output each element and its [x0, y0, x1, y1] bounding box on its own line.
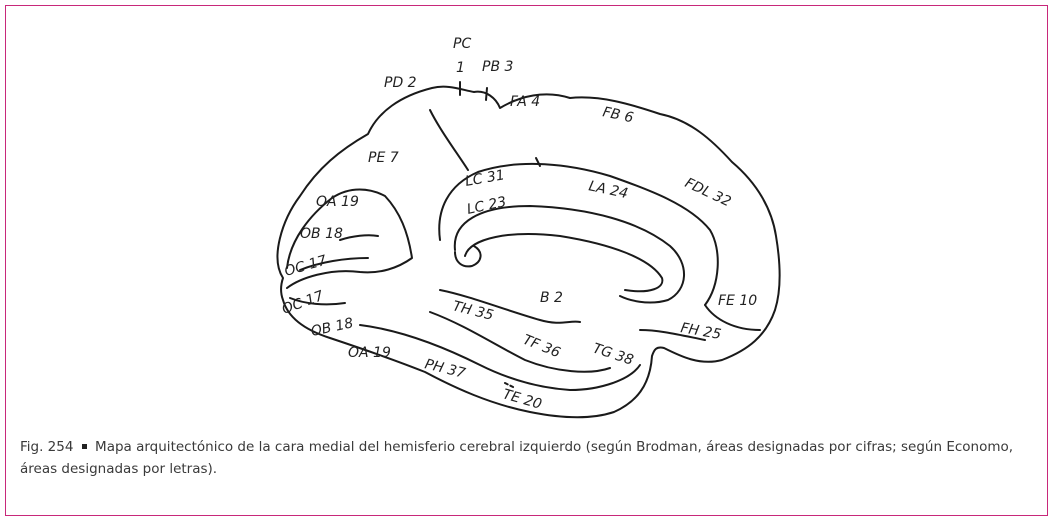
brain-medial-diagram: PC 1 PB 3 PD 2 FA 4 FB 6 PE 7 LC 31 LC 2…: [276, 36, 781, 419]
label-pb3: PB 3: [482, 59, 513, 75]
label-pc-1: 1: [456, 60, 465, 76]
occipital-lower: [289, 297, 346, 306]
label-b2: B 2: [540, 290, 563, 306]
temporal-line-2: [359, 324, 641, 391]
label-fb6: FB 6: [601, 104, 635, 126]
callosal-lumen: [464, 233, 664, 293]
label-oa19-top: OA 19: [316, 194, 359, 210]
label-pe7: PE 7: [368, 150, 399, 166]
label-tf36: TF 36: [521, 332, 563, 361]
frontal-pole-line: [704, 304, 761, 331]
orbital-line: [639, 329, 706, 341]
caption-figure-number: Fig. 254: [20, 439, 74, 455]
te-dash: [504, 382, 516, 389]
label-pd2: PD 2: [384, 75, 417, 91]
label-oc17-bottom: OC 17: [280, 288, 326, 318]
temporal-line-1: [439, 289, 581, 324]
label-th35: TH 35: [451, 298, 495, 324]
figure-caption: Fig. 254 Mapa arquitectónico de la cara …: [20, 436, 1030, 480]
callosal-outer: [438, 162, 719, 306]
callosal-splenium: [454, 245, 482, 268]
label-pc: PC: [453, 36, 471, 52]
parieto-sulcus: [429, 109, 469, 171]
label-ob18-bottom: OB 18: [310, 315, 355, 340]
hemisphere-outline: [276, 85, 781, 419]
label-lc31: LC 31: [464, 167, 506, 190]
calcarine-mid: [299, 257, 369, 271]
label-te20: TE 20: [501, 386, 544, 412]
calcarine-top: [339, 234, 379, 241]
label-ph37: PH 37: [423, 356, 467, 382]
callosal-inner: [453, 205, 685, 304]
label-oa19-bottom: OA 19: [348, 345, 391, 361]
caption-text: Mapa arquitectónico de la cara medial de…: [20, 439, 1014, 477]
caption-bullet: [81, 443, 87, 449]
cingulate-notch: [535, 157, 541, 167]
label-ob18-top: OB 18: [300, 226, 343, 242]
label-fe10: FE 10: [718, 293, 757, 309]
temporal-line-3: [429, 311, 611, 373]
figure-frame: [5, 5, 1048, 516]
label-fa4: FA 4: [510, 94, 540, 110]
central-notch-2: [485, 87, 488, 101]
inner-boundary: [286, 188, 413, 289]
label-fdl32: FDL 32: [682, 175, 733, 210]
label-la24: LA 24: [587, 178, 629, 202]
label-lc23: LC 23: [466, 194, 508, 218]
label-fh25: FH 25: [679, 320, 722, 343]
label-tg38: TG 38: [591, 341, 636, 369]
